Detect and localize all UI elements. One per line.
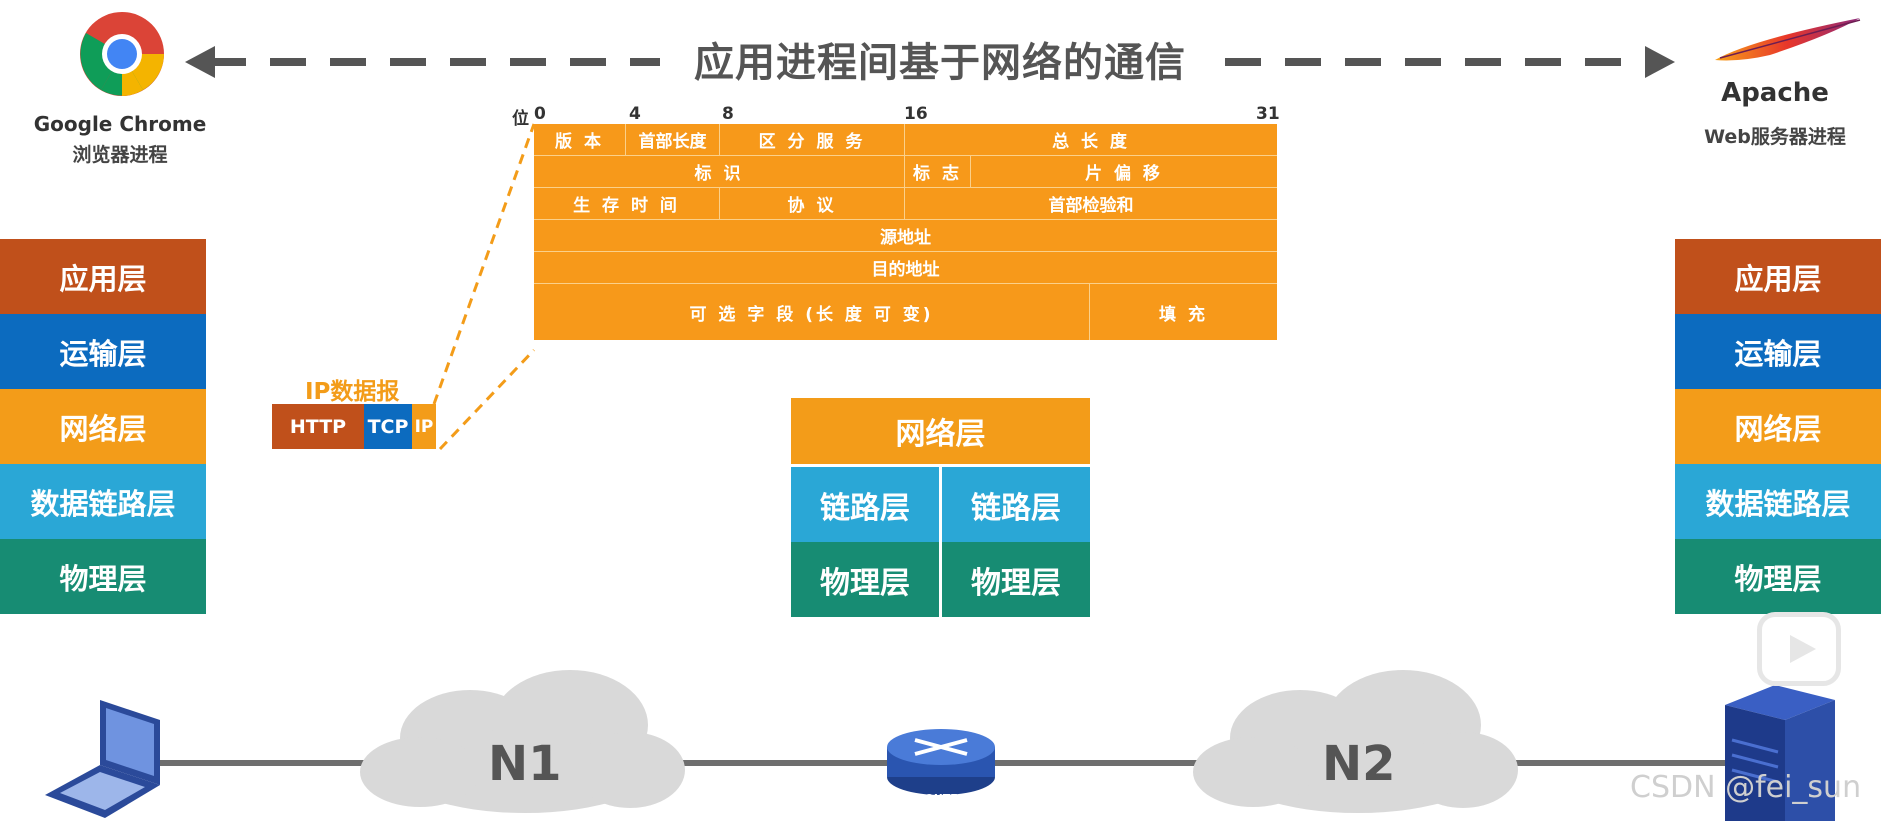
network-topology [45,670,1835,821]
ip-segment: IP [412,404,436,449]
laptop-icon [45,700,160,818]
server-protocol-stack: 应用层 运输层 网络层 数据链路层 物理层 [1675,239,1881,614]
bit-prefix-label: 位 [512,109,529,129]
data-link-layer: 数据链路层 [1675,464,1881,539]
application-layer: 应用层 [0,239,206,314]
web-server-process-label: Web服务器进程 [1704,126,1846,148]
bit-label-4: 4 [629,104,641,124]
client-protocol-stack: 应用层 运输层 网络层 数据链路层 物理层 [0,239,206,614]
field-destination-address: 目的地址 [871,260,940,280]
transport-layer: 运输层 [0,314,206,389]
field-options: 可 选 字 段 (长 度 可 变) [534,284,1090,340]
bit-label-31: 31 [1256,104,1280,124]
watermark: CSDN @fei_sun [1630,770,1862,805]
field-header-length: 首部长度 [626,124,720,155]
router-physical-layer-left: 物理层 [791,542,939,617]
router-physical-layer-right: 物理层 [942,542,1090,617]
bit-label-0: 0 [534,104,546,124]
ip-datagram: HTTP TCP IP [272,404,436,449]
browser-process-label: 浏览器进程 [72,144,168,166]
field-total-length: 总 长 度 [1052,132,1130,152]
bit-label-16: 16 [904,104,928,124]
ip-datagram-title: IP数据报 [305,379,400,405]
field-diff-services: 区 分 服 务 [720,124,905,155]
router-link-layer-left: 链路层 [791,467,939,542]
cloud-n2-icon [1193,670,1518,813]
physical-layer: 物理层 [1675,539,1881,614]
play-button[interactable] [1757,612,1841,686]
http-segment: HTTP [272,404,364,449]
router-protocol-stack: 网络层 链路层 链路层 物理层 物理层 [791,398,1090,617]
arrow-left-icon [185,46,215,78]
network-n2-label: N2 [1322,736,1396,792]
field-source-address: 源地址 [880,228,931,248]
router-link-layer-right: 链路层 [942,467,1090,542]
dashed-arrow [185,46,1675,78]
apache-name: Apache [1721,78,1829,108]
field-fragment-offset: 片 偏 移 [1085,164,1163,184]
network-n1-label: N1 [488,736,562,792]
field-version: 版 本 [534,124,626,155]
field-padding: 填 充 [1159,304,1208,325]
network-layer: 网络层 [1675,389,1881,464]
field-identification: 标 识 [534,156,905,187]
field-protocol: 协 议 [720,188,905,219]
field-ttl: 生 存 时 间 [534,188,720,219]
router-icon [887,729,995,795]
diagram-title: 应用进程间基于网络的通信 [694,40,1186,86]
network-layer: 网络层 [0,389,206,464]
physical-layer: 物理层 [0,539,206,614]
chrome-name: Google Chrome [33,112,207,136]
ip-header-format: 版 本 首部长度 区 分 服 务 总 长 度 标 识 标 志 片 偏 移 生 存… [534,124,1277,340]
router-network-layer: 网络层 [791,398,1090,464]
field-flags: 标 志 [905,156,971,187]
cloud-n1-icon [360,670,685,813]
play-icon [1790,635,1816,663]
tcp-segment: TCP [364,404,412,449]
data-link-layer: 数据链路层 [0,464,206,539]
application-layer: 应用层 [1675,239,1881,314]
server-icon [1725,685,1835,821]
transport-layer: 运输层 [1675,314,1881,389]
arrow-right-icon [1645,46,1675,78]
bit-label-8: 8 [722,104,734,124]
router-label: ROUTER [916,792,967,805]
field-header-checksum: 首部检验和 [1048,196,1134,216]
chrome-logo-icon [80,12,164,96]
apache-feather-icon [1715,18,1861,61]
